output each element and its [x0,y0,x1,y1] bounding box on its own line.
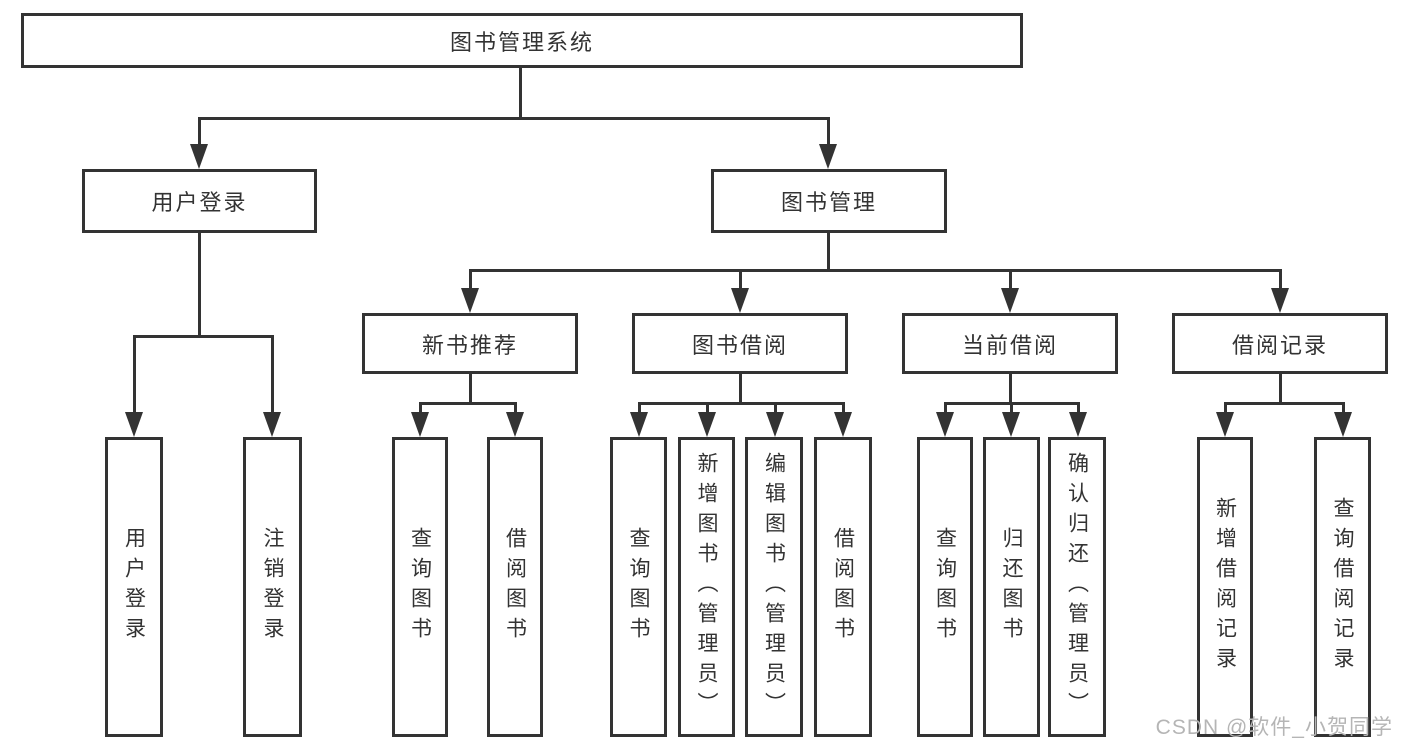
leaf-current-query-book: 查询图书 [917,437,973,737]
leaf-borrowing-edit-book-admin: 编辑图书（管理员） [745,437,803,737]
leaf-current-return-book: 归还图书 [983,437,1040,737]
connector-stem [944,402,947,414]
connector-stem [1010,402,1013,414]
connector-stem [706,402,709,414]
node-borrowing-records-label: 借阅记录 [1231,332,1328,358]
arrow-down-icon [936,412,954,437]
leaf-recommend-query-book-label: 查询图书 [408,527,432,647]
leaf-user-login: 用户登录 [105,437,163,737]
node-book-borrowing: 图书借阅 [632,313,848,374]
node-user-login-label: 用户登录 [151,190,248,215]
arrow-down-icon [1069,412,1087,437]
connector-stem [1009,269,1012,290]
leaf-current-confirm-return-admin-label: 确认归还（管理员） [1065,452,1089,722]
leaf-borrowing-query-book: 查询图书 [610,437,667,737]
connector-stem [133,335,136,414]
connector-stem [842,402,845,414]
connector-stem [827,233,830,272]
connector-level3-rail [469,269,1282,272]
connector-stem [419,402,422,414]
csdn-watermark: CSDN @软件_小贺同学 [1155,716,1393,739]
node-book-borrowing-label: 图书借阅 [691,332,788,358]
arrow-down-icon [1002,412,1020,437]
arrow-down-icon [263,412,281,437]
arrow-down-icon [1216,412,1234,437]
connector-stem [739,374,742,405]
connector-stem [469,374,472,405]
arrow-down-icon [1334,412,1352,437]
arrow-down-icon [190,144,208,169]
leaf-recommend-query-book: 查询图书 [392,437,448,737]
leaf-borrowing-borrow-book: 借阅图书 [814,437,872,737]
node-root: 图书管理系统 [21,13,1023,68]
connector-stem [271,335,274,414]
node-new-book-recommend: 新书推荐 [362,313,578,374]
arrow-down-icon [766,412,784,437]
arrow-down-icon [461,288,479,313]
node-current-borrowing: 当前借阅 [902,313,1118,374]
leaf-user-login-label: 用户登录 [122,527,146,647]
connector-stem [198,233,201,338]
connector-root-stem [519,68,522,119]
leaf-records-add-record-label: 新增借阅记录 [1213,497,1237,677]
connector-stem [638,402,641,414]
connector-stem [469,269,472,290]
connector-stem [1279,374,1282,405]
node-book-management-label: 图书管理 [780,190,877,215]
leaf-logout-label: 注销登录 [261,527,284,647]
connector-level2-rail [198,117,830,120]
node-borrowing-records: 借阅记录 [1172,313,1388,374]
leaf-records-query-record-label: 查询借阅记录 [1331,497,1354,677]
connector-stem [1342,402,1345,414]
leaf-records-add-record: 新增借阅记录 [1197,437,1253,737]
connector-stem [739,269,742,290]
arrow-down-icon [1271,288,1289,313]
node-new-book-recommend-label: 新书推荐 [421,332,518,358]
arrow-down-icon [1001,288,1019,313]
node-current-borrowing-label: 当前借阅 [961,332,1058,358]
arrow-down-icon [819,144,837,169]
connector-stem [1077,402,1080,414]
leaf-records-query-record: 查询借阅记录 [1314,437,1371,737]
node-user-login: 用户登录 [82,169,317,233]
connector-rail [638,402,844,405]
leaf-borrowing-add-book-admin: 新增图书（管理员） [678,437,735,737]
leaf-recommend-borrow-book: 借阅图书 [487,437,543,737]
connector-stem [1224,402,1227,414]
connector-stem [514,402,517,414]
arrow-down-icon [411,412,429,437]
leaf-borrowing-add-book-admin-label: 新增图书（管理员） [695,452,718,722]
node-book-management: 图书管理 [711,169,947,233]
leaf-borrowing-borrow-book-label: 借阅图书 [831,527,855,647]
leaf-logout: 注销登录 [243,437,302,737]
connector-stem [198,117,201,147]
arrow-down-icon [834,412,852,437]
connector-stem [1009,374,1012,405]
connector-stem [774,402,777,414]
connector-rail [419,402,517,405]
leaf-recommend-borrow-book-label: 借阅图书 [503,527,527,647]
arrow-down-icon [506,412,524,437]
connector-rail [1224,402,1344,405]
arrow-down-icon [731,288,749,313]
connector-stem [1279,269,1282,290]
arrow-down-icon [125,412,143,437]
arrow-down-icon [630,412,648,437]
node-root-label: 图书管理系统 [449,29,594,55]
connector-rail [133,335,274,338]
leaf-borrowing-edit-book-admin-label: 编辑图书（管理员） [762,452,786,722]
leaf-current-return-book-label: 归还图书 [1000,527,1023,647]
connector-stem [827,117,830,147]
leaf-borrowing-query-book-label: 查询图书 [627,527,650,647]
leaf-current-confirm-return-admin: 确认归还（管理员） [1048,437,1106,737]
leaf-current-query-book-label: 查询图书 [933,527,957,647]
arrow-down-icon [698,412,716,437]
